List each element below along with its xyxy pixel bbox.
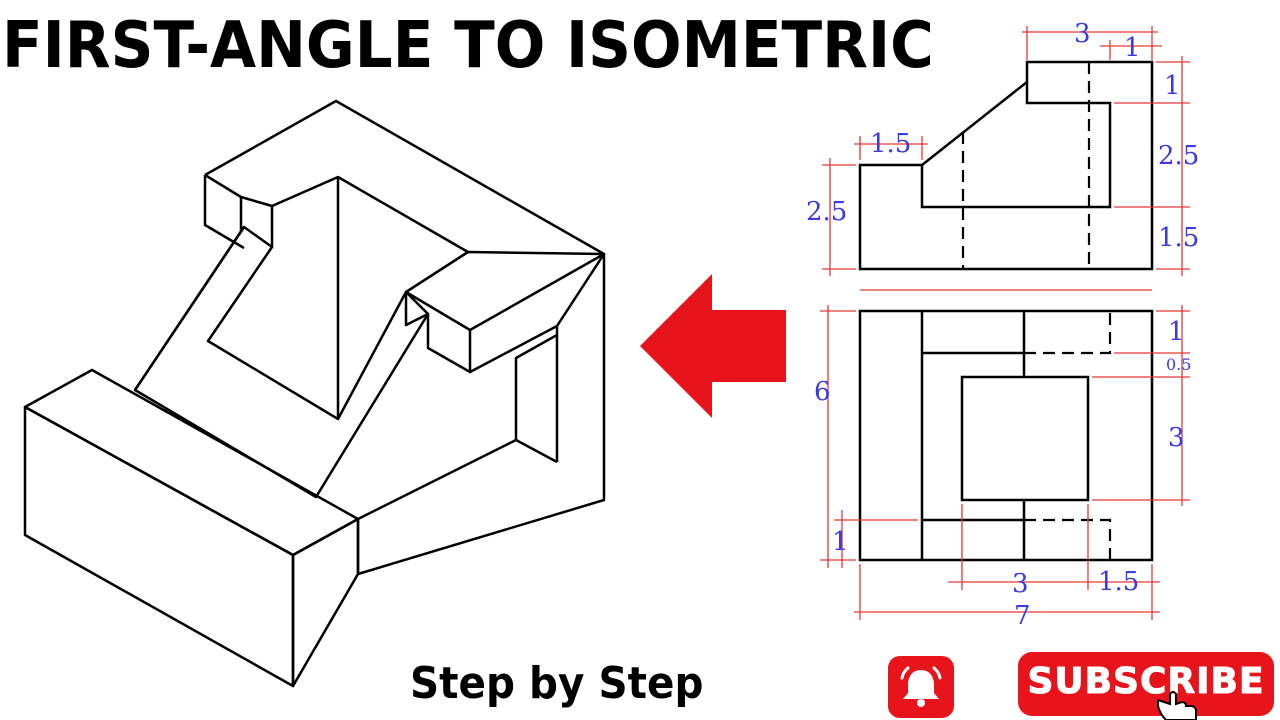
dim-top-left-bottom: 1 [832, 527, 849, 557]
subtitle: Step by Step [410, 658, 704, 709]
front-block-top-face [23, 368, 360, 557]
dim-front-top-total: 3 [1074, 19, 1091, 49]
dim-front-right-mid: 2.5 [1158, 141, 1199, 171]
dim-front-right-top: 1 [1164, 71, 1181, 101]
subscribe-label: SUBSCRIBE [1027, 661, 1265, 702]
dim-top-right-mid: 3 [1168, 423, 1185, 453]
dim-front-left-step: 1.5 [870, 129, 911, 159]
hand-pointer-icon [1157, 691, 1197, 720]
dim-front-left-height: 2.5 [806, 197, 847, 227]
dim-top-bottom-right: 1.5 [1098, 567, 1139, 597]
right-wall-face [356, 252, 606, 576]
front-block-front-face [23, 405, 295, 688]
page-title: FIRST-ANGLE TO ISOMETRIC [2, 9, 934, 83]
dim-front-right-bottom: 1.5 [1158, 223, 1199, 253]
orthographic-views: 3 1 1 2.5 1.5 1.5 2.5 1 0.5 3 6 1 3 1.5 … [806, 19, 1199, 630]
dim-front-top-right: 1 [1124, 33, 1141, 63]
subscribe-button[interactable]: SUBSCRIBE [1018, 652, 1274, 716]
dim-top-left-height: 6 [814, 377, 831, 407]
notification-bell-button[interactable] [888, 656, 954, 718]
dim-top-right-small: 0.5 [1166, 355, 1191, 374]
isometric-drawing [23, 99, 606, 688]
front-block-side-face [291, 517, 360, 688]
dim-top-right-top: 1 [1168, 317, 1185, 347]
left-arrow-icon [640, 274, 786, 418]
dim-top-bottom-mid: 3 [1012, 569, 1029, 599]
front-view [858, 60, 1154, 271]
dim-top-bottom-total: 7 [1014, 601, 1031, 630]
top-view [858, 309, 1154, 562]
bell-icon [900, 666, 942, 707]
